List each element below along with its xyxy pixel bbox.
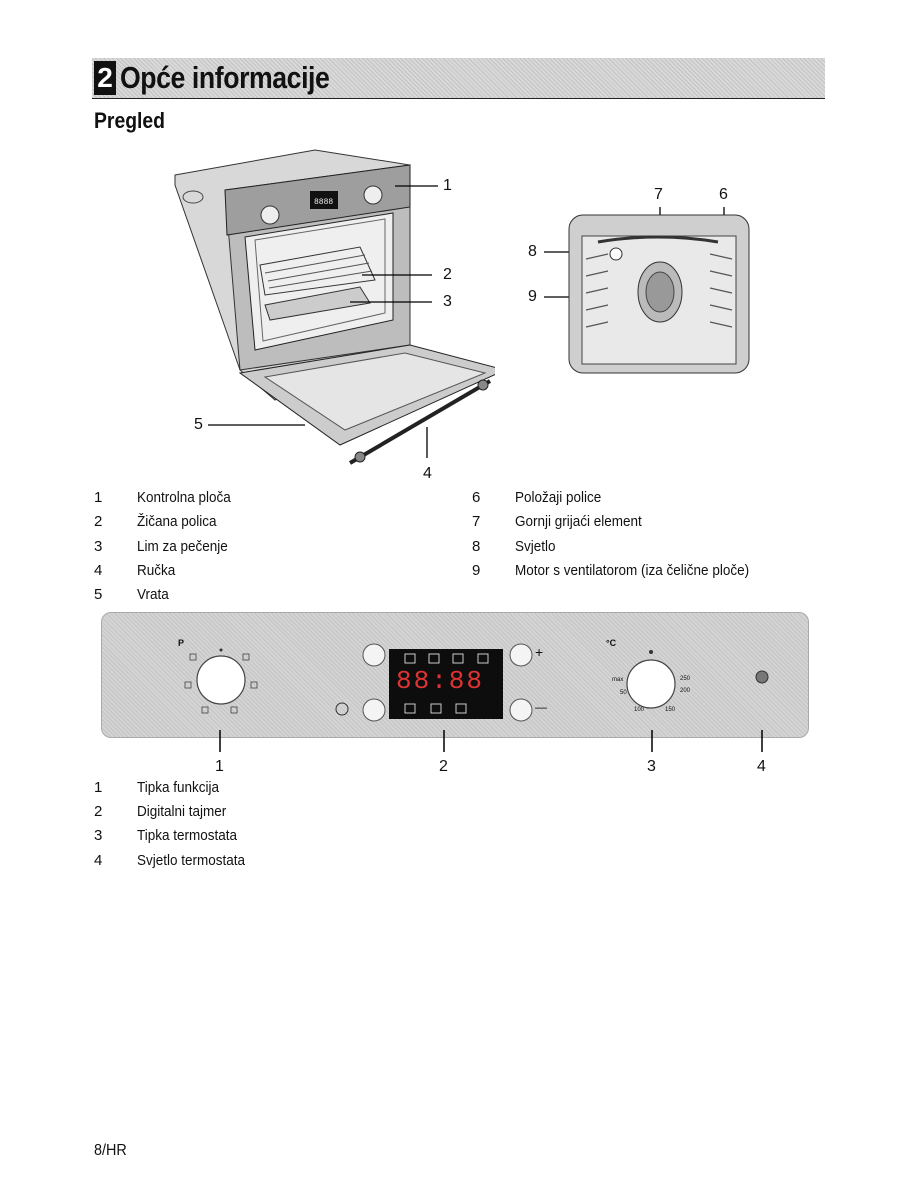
- cavity-callout: 6: [719, 186, 728, 203]
- oven-illustration: 8888: [174, 149, 495, 465]
- part-number: 6: [472, 489, 481, 506]
- chapter-banner: 2 Opće informacije: [92, 58, 825, 99]
- oven-callout: 3: [443, 293, 452, 310]
- part-number: 2: [94, 513, 103, 530]
- part-number: 8: [472, 538, 481, 555]
- part-label: Lim za pečenje: [137, 538, 228, 555]
- control-number: 4: [94, 852, 103, 869]
- temp-mark: 250: [680, 676, 691, 682]
- oven-callout-lines: [208, 185, 725, 458]
- cavity-callout: 8: [528, 243, 537, 260]
- control-number: 1: [94, 779, 103, 796]
- function-dial-letter: P: [178, 638, 185, 648]
- part-number: 4: [94, 562, 103, 579]
- panel-callout: 4: [757, 758, 766, 775]
- svg-text:8888: 8888: [314, 198, 333, 207]
- part-number: 9: [472, 562, 481, 579]
- panel-callout: 3: [647, 758, 656, 775]
- temp-mark: 100: [634, 707, 645, 713]
- oven-callout: 4: [423, 465, 432, 482]
- part-label: Motor s ventilatorom (iza čelične ploče): [515, 562, 750, 579]
- oven-callout: 5: [194, 416, 203, 433]
- cavity-illustration: [568, 214, 750, 374]
- control-panel-drawing: [184, 643, 769, 722]
- panel-callout: 2: [439, 758, 448, 775]
- part-number: 7: [472, 513, 481, 530]
- section-title: Pregled: [94, 108, 166, 133]
- chapter-title: Opće informacije: [120, 60, 330, 95]
- part-label: Svjetlo: [515, 538, 556, 555]
- part-label: Vrata: [137, 586, 169, 603]
- chapter-number: 2: [94, 61, 116, 95]
- timer-display: 88:88: [396, 666, 485, 696]
- control-label: Tipka funkcija: [137, 779, 220, 796]
- panel-callout: 1: [215, 758, 224, 775]
- plus-sign: +: [535, 644, 544, 660]
- part-number: 3: [94, 538, 103, 555]
- oven-callout: 1: [443, 177, 452, 194]
- control-label: Digitalni tajmer: [137, 803, 227, 820]
- part-label: Položaji police: [515, 489, 602, 506]
- control-label: Tipka termostata: [137, 827, 238, 844]
- part-label: Žičana polica: [137, 513, 217, 530]
- minus-sign: —: [535, 700, 547, 714]
- temp-mark: max: [612, 677, 624, 683]
- part-number: 1: [94, 489, 103, 506]
- control-number: 3: [94, 827, 103, 844]
- part-label: Kontrolna ploča: [137, 489, 231, 506]
- part-label: Ručka: [137, 562, 176, 579]
- part-number: 5: [94, 586, 103, 603]
- control-label: Svjetlo termostata: [137, 852, 246, 869]
- temp-unit: °C: [606, 638, 617, 648]
- cavity-callout: 7: [654, 186, 663, 203]
- temp-mark: 200: [680, 688, 691, 694]
- oven-callout: 2: [443, 266, 452, 283]
- temp-mark: 150: [665, 707, 676, 713]
- panel-callout-lines: [219, 730, 763, 752]
- temp-mark: 50: [620, 690, 627, 696]
- function-dial: [184, 648, 258, 714]
- control-number: 2: [94, 803, 103, 820]
- page-number: 8/HR: [94, 1142, 127, 1159]
- part-label: Gornji grijaći element: [515, 513, 642, 530]
- cavity-callout: 9: [528, 288, 537, 305]
